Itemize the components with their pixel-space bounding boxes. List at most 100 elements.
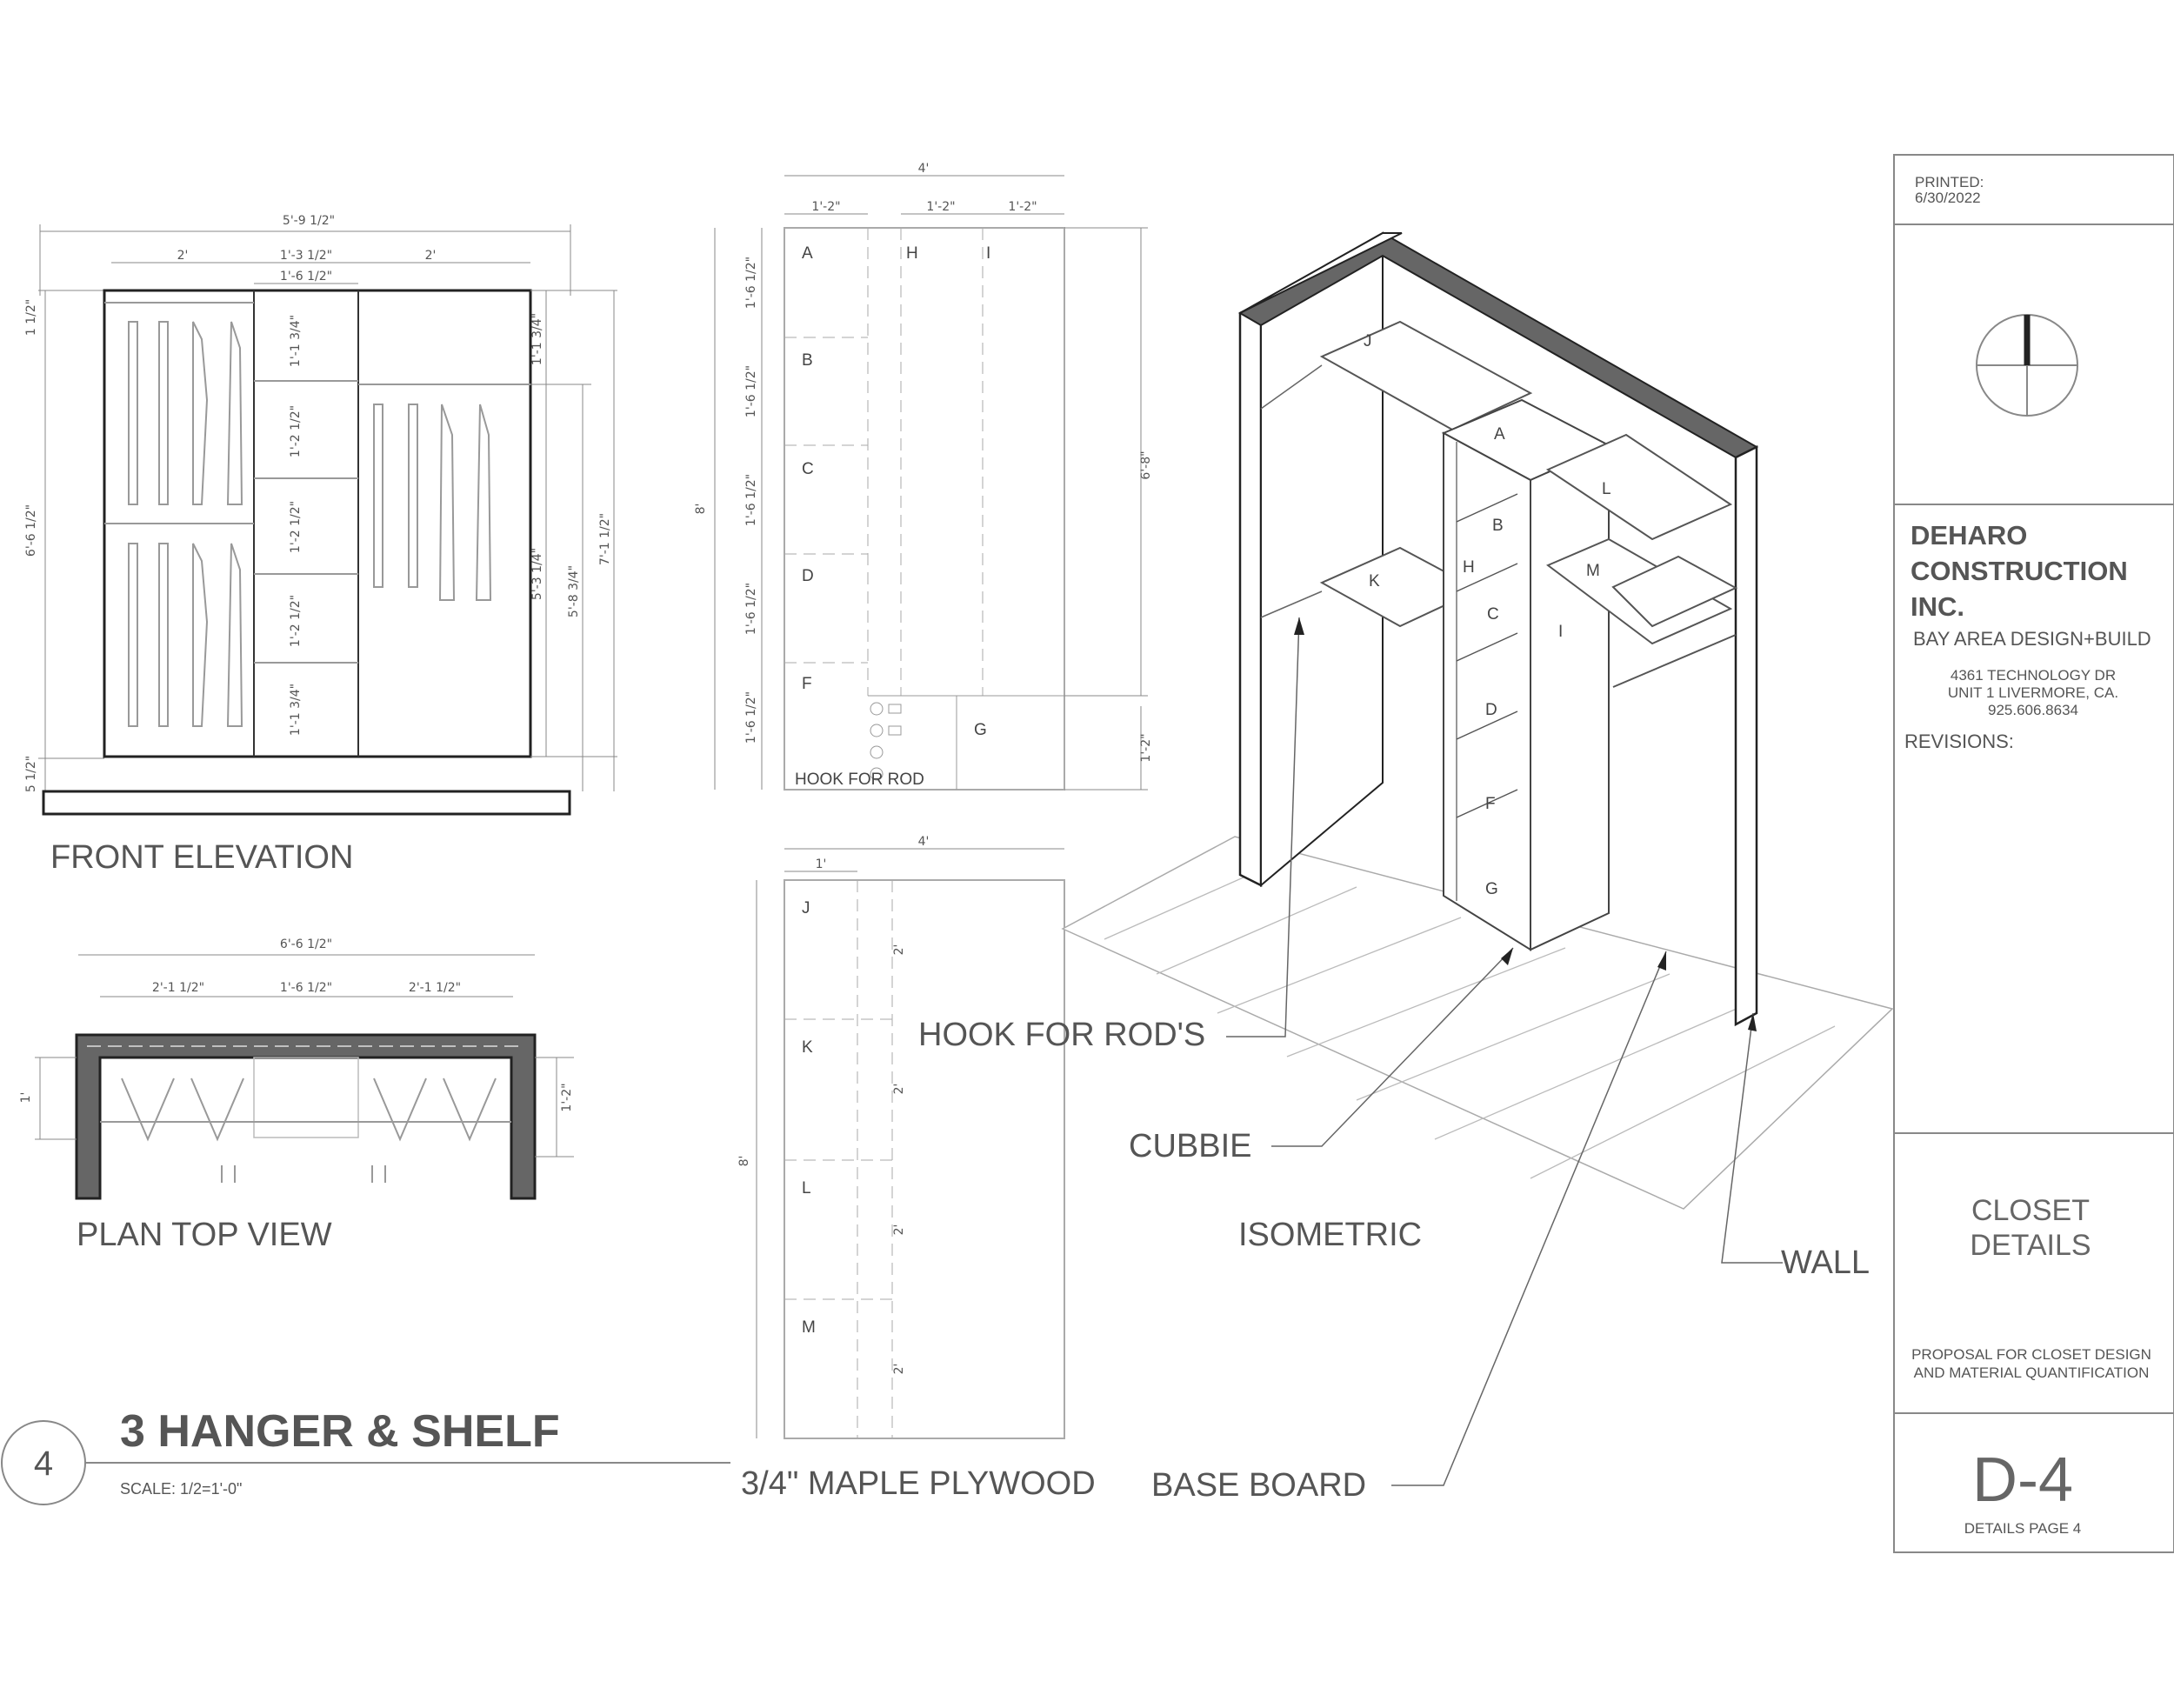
dim-plan-center: 1'-6 1/2" bbox=[280, 981, 332, 995]
cut2-col1: 1' bbox=[816, 857, 827, 871]
iso-part-b: B bbox=[1492, 517, 1504, 535]
cut1-part-a: A bbox=[802, 244, 813, 263]
dim-overall-width: 5'-9 1/2" bbox=[283, 214, 335, 228]
cut2-row-dim-3: 2' bbox=[892, 1224, 906, 1236]
cut2-height: 8' bbox=[737, 1156, 751, 1167]
cut1-width: 4' bbox=[918, 162, 930, 176]
detail-number: 4 bbox=[34, 1444, 53, 1483]
cut1-col1: 1'-2" bbox=[811, 200, 840, 214]
cut2-row-dim-4: 2' bbox=[892, 1364, 906, 1375]
dim-shelf-3: 1'-2 1/2" bbox=[289, 501, 303, 553]
cut1-part-d: D bbox=[802, 567, 814, 585]
detail-title: 4 3 HANGER & SHELF SCALE: 1/2=1'-0" bbox=[1, 1406, 730, 1505]
cut1-part-h: H bbox=[906, 244, 918, 263]
cut2-width: 4' bbox=[918, 835, 930, 849]
cut2-part-j: J bbox=[802, 899, 810, 917]
cut2-part-m: M bbox=[802, 1318, 816, 1337]
dim-center-bay: 1'-3 1/2" bbox=[280, 249, 332, 263]
cut1-col3: 1'-2" bbox=[1008, 200, 1037, 214]
iso-part-d: D bbox=[1485, 701, 1497, 719]
cut1-col2: 1'-2" bbox=[926, 200, 955, 214]
callout-hook-for-rods: HOOK FOR ROD'S bbox=[918, 1017, 1205, 1053]
revisions-label: REVISIONS: bbox=[1904, 731, 2014, 752]
dim-plan-depth-right: 1'-2" bbox=[560, 1083, 574, 1111]
cut1-row-dim-5: 1'-6 1/2" bbox=[744, 691, 758, 744]
phone-number: 925.606.8634 bbox=[1988, 702, 2078, 718]
material-label: 3/4" MAPLE PLYWOOD bbox=[741, 1465, 1096, 1502]
callout-cubbie: CUBBIE bbox=[1129, 1128, 1251, 1164]
sheet-title-line2: DETAILS bbox=[1970, 1229, 2091, 1262]
dim-right-overall: 7'-1 1/2" bbox=[598, 513, 612, 565]
iso-part-k: K bbox=[1369, 572, 1380, 590]
sheet-number: D-4 bbox=[1972, 1445, 2073, 1515]
isometric-view: J A L B H M K C I D F G HOOK FOR ROD'S C… bbox=[918, 231, 1894, 1504]
sheet-description: DETAILS PAGE 4 bbox=[1964, 1520, 2081, 1537]
iso-part-l: L bbox=[1602, 480, 1611, 498]
cut1-part-f: F bbox=[802, 675, 812, 693]
dim-right-top: 1'-1 3/4" bbox=[530, 313, 544, 365]
company-name-line3: INC. bbox=[1911, 591, 1964, 622]
proposal-line1: PROPOSAL FOR CLOSET DESIGN bbox=[1911, 1346, 2151, 1363]
printed-date: 6/30/2022 bbox=[1915, 190, 1981, 206]
company-tagline: BAY AREA DESIGN+BUILD bbox=[1913, 628, 2151, 650]
iso-part-h: H bbox=[1463, 558, 1475, 577]
cut1-row-dim-4: 1'-6 1/2" bbox=[744, 583, 758, 635]
cut2-row-dim-1: 2' bbox=[892, 944, 906, 956]
iso-part-c: C bbox=[1487, 605, 1499, 624]
iso-part-g: G bbox=[1485, 880, 1498, 898]
detail-scale: SCALE: 1/2=1'-0" bbox=[120, 1480, 242, 1498]
dim-plan-overall: 6'-6 1/2" bbox=[280, 937, 332, 951]
dim-top-left: 1 1/2" bbox=[24, 299, 38, 336]
cut2-part-k: K bbox=[802, 1038, 813, 1057]
dim-bottom-left: 5 1/2" bbox=[24, 756, 38, 792]
proposal-line2: AND MATERIAL QUANTIFICATION bbox=[1914, 1364, 2150, 1381]
dim-plan-left: 2'-1 1/2" bbox=[152, 981, 204, 995]
dim-right-bay: 2' bbox=[425, 249, 437, 263]
company-name-line1: DEHARO bbox=[1911, 520, 2027, 550]
address-line2: UNIT 1 LIVERMORE, CA. bbox=[1948, 684, 2118, 701]
dim-left-bay: 2' bbox=[177, 249, 189, 263]
cut1-row-dim-3: 1'-6 1/2" bbox=[744, 474, 758, 526]
plan-top-view: 6'-6 1/2" 2'-1 1/2" 1'-6 1/2" 2'-1 1/2" … bbox=[19, 937, 574, 1253]
company-name-line2: CONSTRUCTION bbox=[1911, 556, 2128, 586]
address-line1: 4361 TECHNOLOGY DR bbox=[1951, 667, 2116, 684]
dim-right-mid: 5'-8 3/4" bbox=[567, 565, 581, 617]
cut1-part-i: I bbox=[986, 244, 990, 263]
printed-label: PRINTED: bbox=[1915, 174, 1984, 190]
dim-right-lower: 5'-3 1/4" bbox=[530, 548, 544, 600]
dim-shelf-5: 1'-1 3/4" bbox=[289, 684, 303, 736]
dim-shelf-2: 1'-2 1/2" bbox=[289, 405, 303, 457]
dim-height-left: 6'-6 1/2" bbox=[24, 504, 38, 557]
iso-part-a: A bbox=[1494, 425, 1505, 444]
title-block: PRINTED: 6/30/2022 DEHARO CONSTRUCTION I… bbox=[1893, 154, 2174, 1553]
callout-base-board: BASE BOARD bbox=[1151, 1467, 1366, 1504]
sheet-title-line1: CLOSET bbox=[1971, 1194, 2090, 1227]
iso-part-f: F bbox=[1485, 795, 1496, 813]
iso-part-i: I bbox=[1558, 623, 1563, 641]
cut1-row-dim-1: 1'-6 1/2" bbox=[744, 257, 758, 309]
plan-top-view-label: PLAN TOP VIEW bbox=[77, 1217, 332, 1253]
iso-part-m: M bbox=[1586, 562, 1600, 580]
cut1-part-b: B bbox=[802, 351, 813, 370]
north-arrow-icon bbox=[1976, 314, 2078, 417]
cut1-row-dim-2: 1'-6 1/2" bbox=[744, 365, 758, 417]
cut1-part-g: G bbox=[974, 721, 987, 739]
dim-center-inner: 1'-6 1/2" bbox=[280, 270, 332, 284]
callout-wall: WALL bbox=[1781, 1244, 1870, 1281]
front-elevation: 5'-9 1/2" 2' 1'-3 1/2" 2' 1'-6 1/2" 1 1/… bbox=[24, 214, 617, 876]
cut-sheet-2: 4' 1' J K L M 8' 2' 2' 2' 2' 3/4" MAPLE … bbox=[737, 835, 1096, 1502]
dim-plan-right: 2'-1 1/2" bbox=[409, 981, 461, 995]
cut2-row-dim-2: 2' bbox=[892, 1084, 906, 1095]
dim-plan-depth-left: 1' bbox=[19, 1092, 33, 1104]
cut1-right-height: 6'-8" bbox=[1139, 450, 1153, 479]
detail-title-text: 3 HANGER & SHELF bbox=[120, 1406, 560, 1457]
dim-shelf-1: 1'-1 3/4" bbox=[289, 315, 303, 367]
dim-shelf-4: 1'-2 1/2" bbox=[289, 595, 303, 647]
cut1-part-c: C bbox=[802, 460, 814, 478]
cut1-height: 8' bbox=[694, 504, 708, 515]
iso-part-j: J bbox=[1364, 332, 1372, 350]
front-elevation-label: FRONT ELEVATION bbox=[50, 839, 353, 876]
isometric-label: ISOMETRIC bbox=[1238, 1217, 1422, 1253]
cut2-part-l: L bbox=[802, 1179, 811, 1198]
